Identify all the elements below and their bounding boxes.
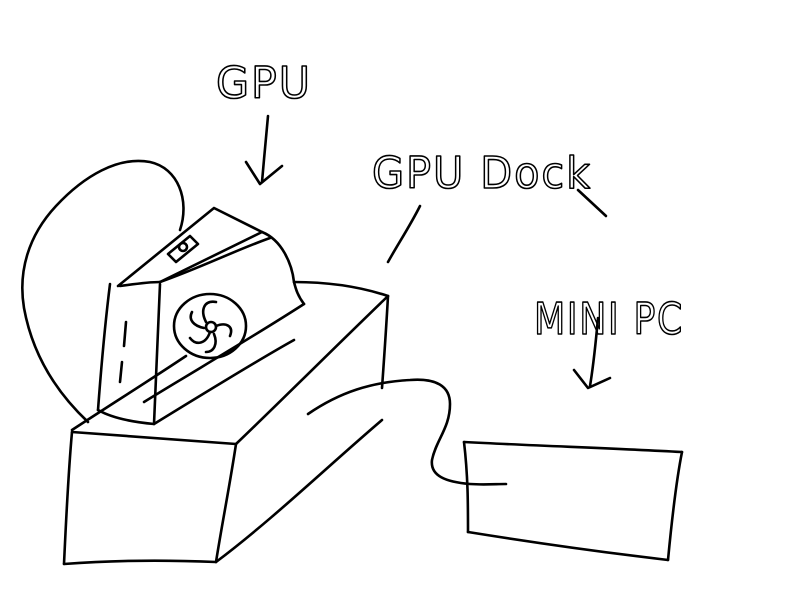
gpu-card — [96, 206, 306, 426]
label-mini-pc: MINI PC — [534, 294, 684, 345]
gpu-dock-enclosure — [62, 280, 390, 566]
gpu-fan-icon — [172, 292, 248, 360]
power-connector-icon — [166, 234, 200, 264]
power-cable-loop — [21, 159, 185, 424]
gpu-arrow — [244, 114, 284, 186]
mini-pc-arrow — [572, 316, 612, 390]
dock-to-pc-cable — [306, 378, 508, 486]
mini-pc-box — [462, 440, 684, 562]
label-gpu-dock: GPU Dock — [372, 148, 592, 199]
gpu-dock-pointer-line — [386, 204, 422, 264]
label-gpu: GPU — [216, 58, 312, 109]
gpu-dock-tail-stroke — [576, 188, 608, 218]
